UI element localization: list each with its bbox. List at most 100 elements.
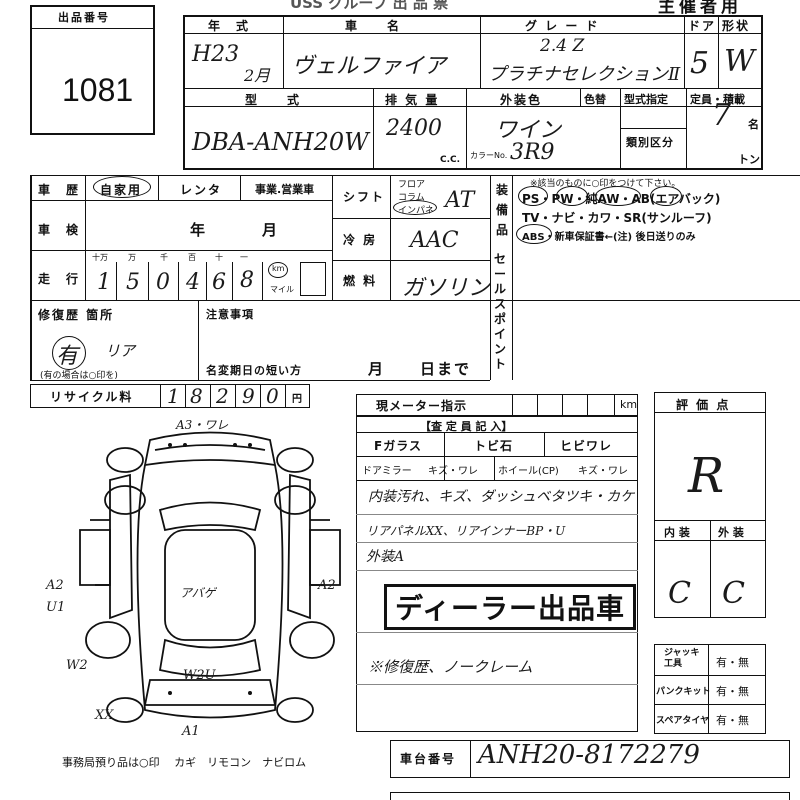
recycle-digit-3: 2 bbox=[216, 384, 229, 408]
pw-circle bbox=[556, 186, 588, 206]
door-mirror-label: ドアミラー bbox=[362, 466, 412, 477]
equipment-line-3: ABS・新車保証書←(注) 後日送りのみ bbox=[522, 232, 696, 243]
equipment-note: ※該当のものに○印をつけて下さい。 bbox=[530, 179, 681, 189]
inspector-comment-1: 内装汚れ、キズ、ダッシュベタツキ・カケ bbox=[368, 489, 635, 505]
recycle-digit-5: 0 bbox=[266, 384, 279, 408]
diagram-mark-xx: XX bbox=[95, 708, 114, 723]
front-glass-label: Fガラス bbox=[374, 439, 422, 453]
displacement-label: 排 気 量 bbox=[385, 93, 440, 107]
rating-value: R bbox=[688, 448, 725, 504]
capacity-label: 定員・積載 bbox=[690, 93, 745, 106]
inspection-year-unit: 年 bbox=[190, 221, 208, 239]
diagram-mark-left-2: U1 bbox=[46, 600, 66, 615]
model-label: 型 式 bbox=[245, 93, 302, 107]
capacity-value: 7 bbox=[712, 98, 732, 133]
displacement-value: 2400 bbox=[386, 116, 442, 141]
fuel-value: ガソリン bbox=[402, 276, 491, 301]
exterior-color-label: 外装色 bbox=[500, 93, 543, 107]
mileage-checkbox[interactable] bbox=[300, 262, 326, 296]
color-no-label: カラーNo. bbox=[470, 151, 508, 160]
mileage-digit-5: 6 bbox=[212, 270, 226, 295]
shape-label: 形状 bbox=[722, 19, 751, 33]
ton-unit: トン bbox=[738, 153, 760, 166]
repair-label: 修復歴 箇所 bbox=[38, 308, 115, 322]
fuel-label: 燃 料 bbox=[343, 274, 378, 288]
equipment-line-2: TV・ナビ・カワ・SR(サンルーフ) bbox=[522, 211, 712, 225]
grade-label: グ レ ー ド bbox=[525, 19, 600, 33]
mileage-label: 走 行 bbox=[38, 272, 81, 286]
chassis-box bbox=[390, 740, 790, 778]
digit-label-100k: 十万 bbox=[92, 253, 108, 262]
shift-inpane-circle bbox=[393, 200, 437, 215]
lot-number-box bbox=[30, 5, 155, 135]
cc-unit: C.C. bbox=[440, 155, 461, 165]
mileage-digit-6: 8 bbox=[240, 268, 254, 293]
puncture-yes-no[interactable]: 有・無 bbox=[716, 685, 749, 698]
title-faded: USS グループ 出 品 票 bbox=[290, 0, 449, 12]
inspection-month-unit: 月 bbox=[262, 221, 280, 239]
tobiishi-label: トビ石 bbox=[474, 439, 514, 453]
model-value: DBA-ANH20W bbox=[192, 128, 369, 156]
puncture-label: パンクキット bbox=[656, 687, 711, 697]
exterior-color-value: ワイン bbox=[495, 118, 562, 143]
name-change-month-unit: 月 bbox=[368, 360, 386, 378]
digit-label-1: 一 bbox=[240, 253, 248, 262]
name-change-label: 名変期日の短い方 bbox=[206, 364, 302, 377]
diagram-mark-rear: W2U bbox=[183, 668, 216, 683]
jack-label: ジャッキ工具 bbox=[664, 648, 700, 669]
abs-circle bbox=[516, 224, 552, 244]
diagram-mark-top: A3・ワレ bbox=[176, 418, 229, 432]
year-label: 年 式 bbox=[208, 19, 251, 33]
mileage-digit-2: 5 bbox=[126, 270, 140, 295]
interior-value: C bbox=[668, 576, 691, 611]
lot-number: 1081 bbox=[62, 72, 134, 108]
ac-value: AAC bbox=[410, 228, 459, 253]
inspector-comment-3: 外装A bbox=[366, 549, 405, 565]
ab-circle bbox=[650, 186, 682, 206]
lot-number-label: 出品番号 bbox=[58, 11, 110, 24]
digit-label-1k: 千 bbox=[160, 253, 168, 262]
sales-point-label: セールスポイント bbox=[494, 252, 507, 371]
type-class-label: 類別区分 bbox=[626, 136, 674, 149]
grade-value-1: 2.4 Z bbox=[540, 36, 585, 56]
recycle-digit-4: 9 bbox=[242, 384, 255, 408]
repair-circle bbox=[52, 336, 86, 370]
interior-label: 内 装 bbox=[664, 526, 690, 539]
inspector-title: 【査 定 員 記 入】 bbox=[420, 420, 513, 433]
spare-yes-no[interactable]: 有・無 bbox=[716, 714, 749, 727]
name-change-day-unit: 日まで bbox=[420, 360, 472, 378]
chassis-label: 車台番号 bbox=[400, 752, 457, 766]
spare-label: スペアタイヤ bbox=[656, 716, 710, 726]
rating-label: 評 価 点 bbox=[676, 398, 731, 412]
capacity-unit: 名 bbox=[748, 118, 759, 131]
meter-unit: km bbox=[620, 398, 638, 411]
history-private-circle bbox=[93, 176, 151, 198]
mirror-state-label: キズ・ワレ bbox=[428, 466, 478, 477]
car-diagram bbox=[79, 431, 341, 723]
model-designation-label: 型式指定 bbox=[624, 93, 668, 106]
history-option-business[interactable]: 事業.営業車 bbox=[255, 183, 315, 196]
shift-label: シフト bbox=[343, 190, 386, 204]
history-option-rental[interactable]: レンタ bbox=[180, 183, 223, 197]
recycle-digit-1: 1 bbox=[167, 384, 180, 408]
digit-label-10: 十 bbox=[215, 253, 223, 262]
wheel-state-label: キズ・ワレ bbox=[578, 466, 628, 477]
digit-label-100: 百 bbox=[188, 253, 196, 262]
meter-label: 現メーター指示 bbox=[376, 399, 468, 413]
exterior-label: 外 装 bbox=[718, 526, 744, 539]
month-value: 2月 bbox=[244, 66, 271, 85]
diagram-footer: 事務局預り品は○印 カギ リモコン ナビロム bbox=[62, 756, 307, 769]
diagram-mark-bottom: A1 bbox=[182, 724, 200, 739]
name-label: 車 名 bbox=[345, 19, 402, 33]
notes-label: 注意事項 bbox=[206, 308, 254, 321]
shape-value: W bbox=[724, 44, 755, 79]
accessories-box bbox=[654, 644, 766, 734]
inspector-box bbox=[356, 416, 638, 732]
digit-label-10k: 万 bbox=[128, 253, 136, 262]
recycle-unit: 円 bbox=[292, 394, 302, 405]
jack-yes-no[interactable]: 有・無 bbox=[716, 656, 749, 669]
exterior-value: C bbox=[722, 576, 745, 611]
inspector-comment-4: ※修復歴、ノークレーム bbox=[368, 658, 533, 676]
inspector-comment-2: リアパネルXX、リアインナーBP・U bbox=[366, 524, 566, 538]
km-circle bbox=[268, 262, 288, 278]
